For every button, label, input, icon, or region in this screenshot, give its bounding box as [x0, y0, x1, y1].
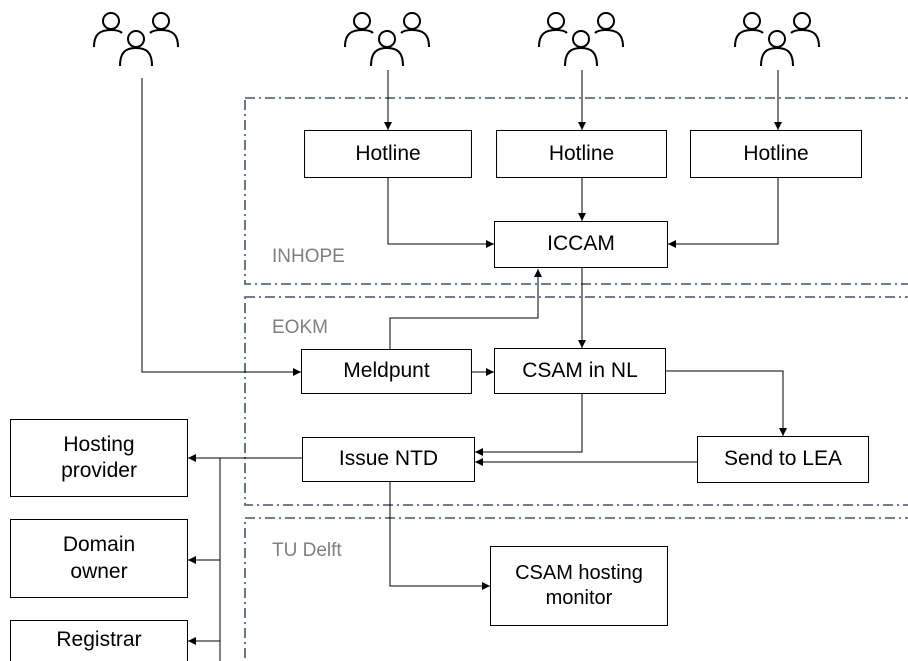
region-label-tudelft: TU Delft [272, 540, 342, 561]
node-hotline-1: Hotline [304, 130, 472, 178]
node-issue-ntd: Issue NTD [302, 437, 475, 482]
region-tudelft-border [244, 517, 908, 661]
node-meldpunt: Meldpunt [301, 349, 472, 394]
users-icon [93, 12, 179, 67]
region-label-inhope: INHOPE [272, 246, 345, 267]
node-hotline-3: Hotline [690, 130, 862, 178]
node-registrar: Registrar [10, 620, 188, 661]
node-csam-in-nl: CSAM in NL [494, 348, 666, 394]
users-icon [344, 12, 430, 67]
users-icon [734, 12, 820, 67]
node-hosting-provider: Hosting provider [10, 419, 188, 497]
node-hotline-2: Hotline [496, 130, 667, 178]
region-inhope-border [244, 97, 908, 285]
node-csam-hosting-monitor: CSAM hosting monitor [490, 546, 668, 626]
region-label-eokm: EOKM [272, 317, 328, 338]
users-icon [538, 12, 624, 67]
region-eokm-border [244, 296, 908, 506]
node-send-to-lea: Send to LEA [697, 436, 869, 483]
node-iccam: ICCAM [494, 221, 668, 268]
node-domain-owner: Domain owner [10, 519, 188, 598]
